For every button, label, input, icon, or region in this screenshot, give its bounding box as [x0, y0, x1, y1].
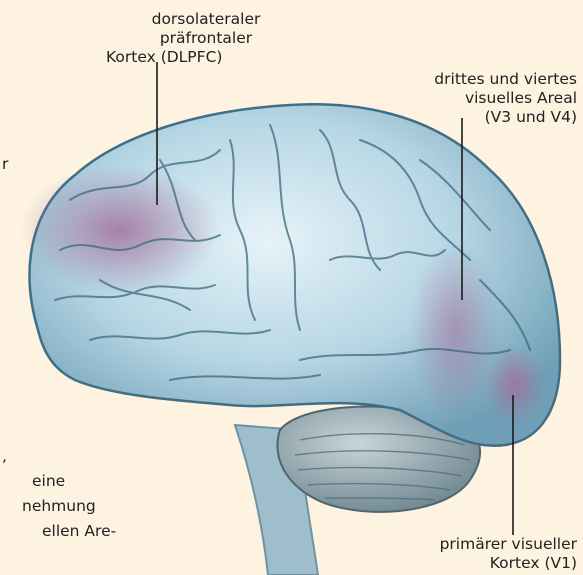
body-text-fragment: , [2, 444, 116, 469]
label-v1: primärer visueller Kortex (V1) [377, 535, 577, 573]
body-text-bottom: , eine nehmung ellen Are- [2, 444, 116, 544]
label-v1-line2: Kortex (V1) [377, 554, 577, 573]
label-v3v4-line2: visuelles Areal [377, 89, 577, 108]
label-v3v4-line3: (V3 und V4) [377, 108, 577, 127]
label-v3v4-line1: drittes und viertes [377, 70, 577, 89]
body-text-fragment: r [2, 152, 8, 177]
v1-region [485, 345, 545, 425]
label-dlpfc-line1: dorsolateraler präfrontaler [106, 10, 306, 48]
body-text-fragment: nehmung [22, 494, 116, 519]
body-text-fragment: eine [32, 469, 116, 494]
label-dlpfc-line2: Kortex (DLPFC) [106, 48, 306, 67]
label-v1-line1: primärer visueller [377, 535, 577, 554]
label-v3v4: drittes und viertes visuelles Areal (V3 … [377, 70, 577, 127]
body-text-top: r [2, 152, 8, 177]
body-text-fragment: ellen Are- [42, 519, 116, 544]
label-dlpfc: dorsolateraler präfrontaler Kortex (DLPF… [106, 10, 306, 67]
dlpfc-region [20, 165, 220, 295]
